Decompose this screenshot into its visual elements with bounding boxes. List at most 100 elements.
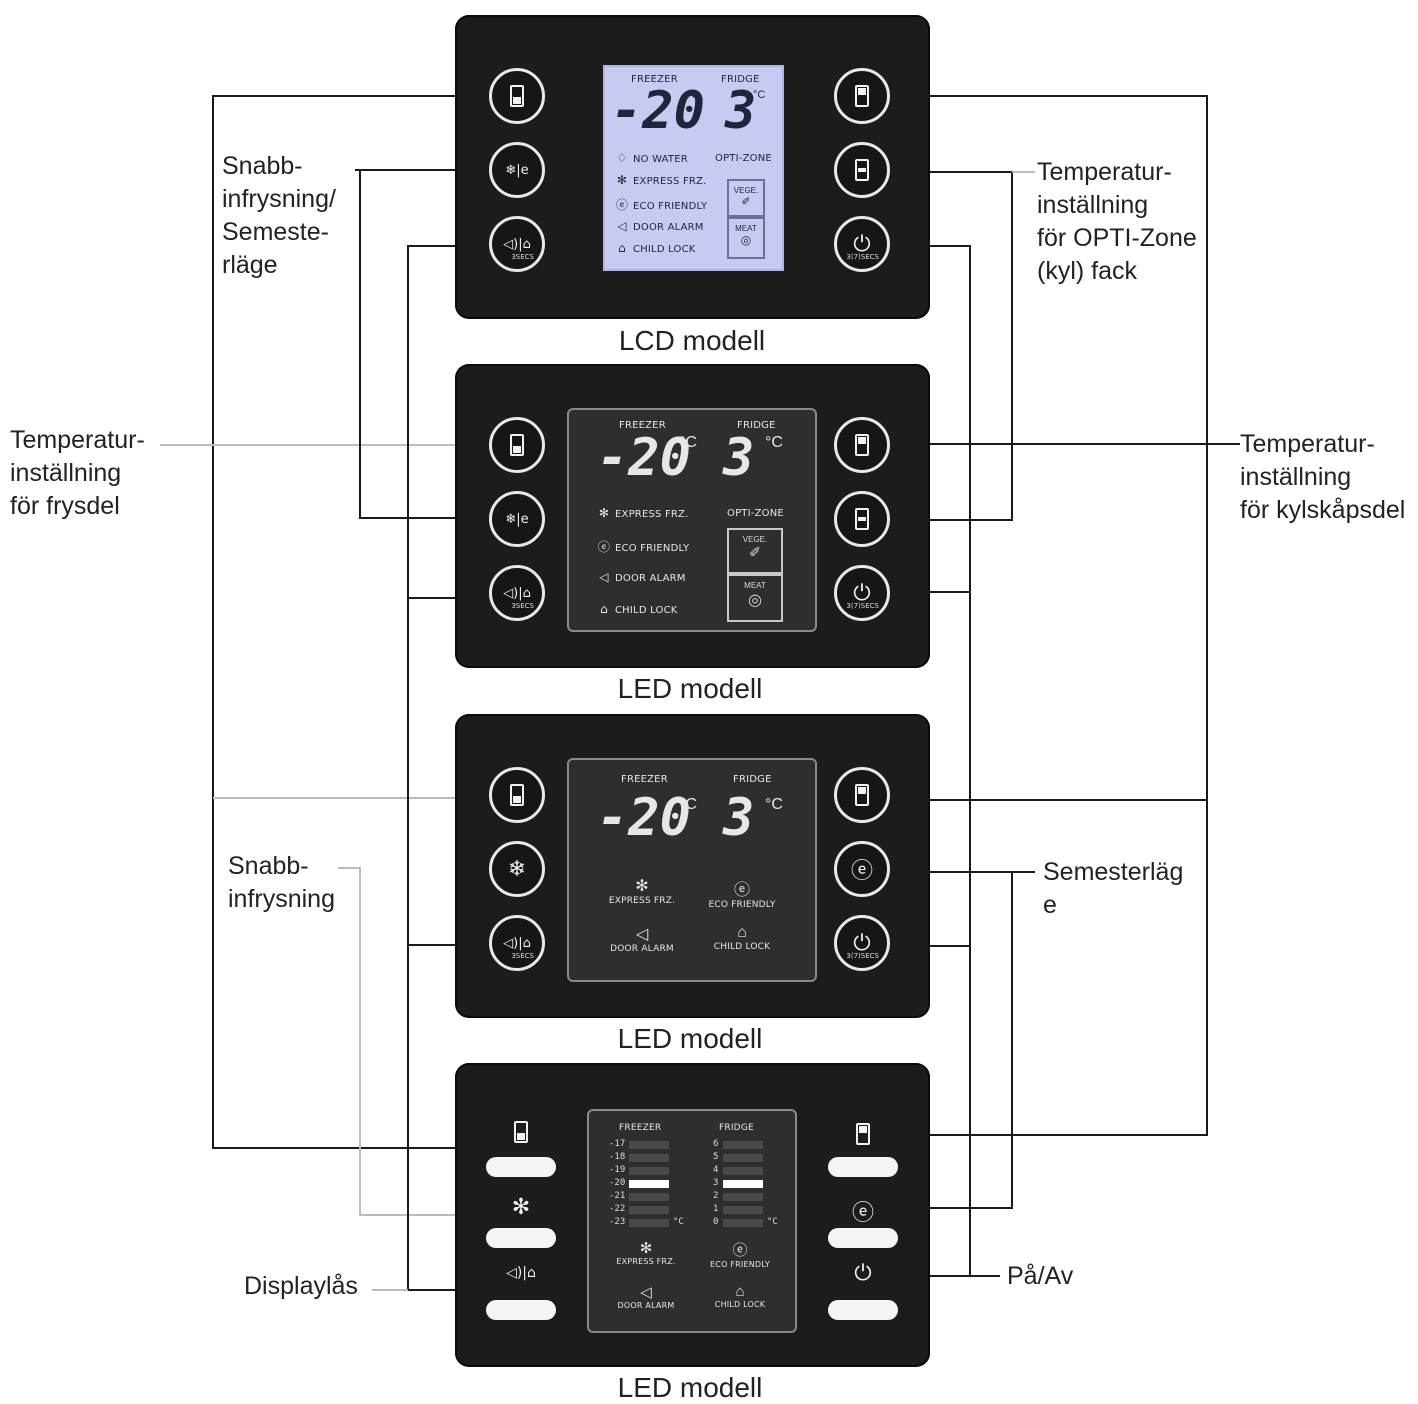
eco-icon: ⓔ <box>850 859 873 884</box>
fridge-low-icon <box>510 85 524 107</box>
express-freeze-button[interactable] <box>486 1228 556 1248</box>
lcd-screen: FREEZER FRIDGE -20 °C 3 °C ♢NO WATER OPT… <box>603 65 784 271</box>
freezer-scale-bar <box>629 1180 669 1188</box>
freezer-scale-label: -21 <box>609 1191 626 1201</box>
speaker-icon: ◁ <box>640 1284 652 1301</box>
fridge-temp-button[interactable] <box>834 68 890 124</box>
speaker-icon: ◁)|⌂ <box>503 236 531 252</box>
fridge-scale-bar <box>723 1180 763 1188</box>
water-icon: ♢ <box>616 151 628 165</box>
meat-box: MEAT◎ <box>727 574 783 622</box>
vege-icon: ✐ <box>741 196 751 208</box>
fridge-scale-label: 3 <box>713 1178 719 1188</box>
freezer-temp-readout: -20 <box>597 788 691 848</box>
eco-icon: ⓔ <box>597 540 611 554</box>
freezer-scale-unit: °C <box>673 1217 684 1227</box>
opti-zone-label: OPTI-ZONE <box>715 153 772 164</box>
callout-holiday: Semesterläg e <box>1043 858 1184 919</box>
freezer-scale-label: -20 <box>609 1178 626 1188</box>
express-frz-indicator: ✻EXPRESS FRZ. <box>598 506 689 520</box>
express-freeze-button[interactable]: ❄ <box>489 841 545 897</box>
child-lock-indicator: ⌂CHILD LOCK <box>597 602 678 616</box>
no-water-indicator: ♢NO WATER <box>616 151 688 165</box>
vege-box: VEGE.✐ <box>727 528 783 574</box>
holiday-button[interactable] <box>828 1228 898 1248</box>
fridge-temp-button[interactable] <box>834 417 890 473</box>
alarm-lock-button[interactable] <box>486 1300 556 1320</box>
fridge-temp-button[interactable] <box>834 767 890 823</box>
freezer-temp-button[interactable] <box>486 1157 556 1177</box>
express-holiday-button[interactable]: ❄|e <box>489 142 545 198</box>
freezer-temp-button[interactable] <box>489 417 545 473</box>
fridge-scale-bar <box>723 1206 763 1214</box>
freezer-scale-bar <box>629 1206 669 1214</box>
meat-box: MEAT◎ <box>727 217 765 259</box>
holiday-button[interactable]: ⓔ <box>834 841 890 897</box>
freezer-scale-bar <box>629 1193 669 1201</box>
power-button[interactable]: ⏻3(7)SECS <box>834 216 890 272</box>
led-screen: FREEZER FRIDGE -20 °C 3 °C ✻EXPRESS FRZ.… <box>567 408 817 632</box>
caption-led-3: LED modell <box>617 1372 763 1403</box>
alarm-lock-button[interactable]: ◁)|⌂3SECS <box>489 565 545 621</box>
power-icon: ⏻ <box>854 1261 872 1286</box>
vege-box: VEGE.✐ <box>727 179 765 217</box>
alarm-lock-button[interactable]: ◁)|⌂3SECS <box>489 915 545 971</box>
freezer-scale-bar <box>629 1167 669 1175</box>
freezer-temp-readout: -20 <box>611 81 705 141</box>
panel-led-3: ✻ ◁)|⌂ ⓔ ⏻ FREEZER FRIDGE -17-18-19-20-2… <box>455 1063 930 1367</box>
fridge-temp-readout: 3 <box>725 81 757 141</box>
express-freeze-icon: ✻ <box>598 506 610 520</box>
freezer-scale-bar <box>629 1154 669 1162</box>
speaker-icon: ◁ <box>635 926 649 943</box>
callout-express-holiday: Snabb- infrysning/ Semeste- rläge <box>222 152 336 279</box>
opti-zone-button[interactable] <box>834 142 890 198</box>
child-lock-indicator: ⌂CHILD LOCK <box>687 924 797 952</box>
express-freeze-icon: ✻ <box>511 1195 531 1220</box>
express-holiday-button[interactable]: ❄|e <box>489 491 545 547</box>
fridge-scale-label: 5 <box>713 1152 719 1162</box>
fridge-scale-bar <box>723 1193 763 1201</box>
fridge-low-icon <box>510 434 524 456</box>
alarm-lock-button[interactable]: ◁)|⌂3SECS <box>489 216 545 272</box>
opti-zone-button[interactable] <box>834 491 890 547</box>
speaker-icon: ◁ <box>599 570 609 584</box>
express-frz-indicator: ✻EXPRESS FRZ. <box>616 173 707 187</box>
power-button[interactable]: ⏻3(7)SECS <box>834 915 890 971</box>
freezer-scale-label: -19 <box>609 1165 626 1175</box>
express-frz-indicator: ✻EXPRESS FRZ. <box>601 1239 691 1266</box>
fridge-temp-button[interactable] <box>828 1157 898 1177</box>
freezer-scale-label: -22 <box>609 1204 626 1214</box>
fridge-temp-readout: 3 <box>723 428 755 488</box>
meat-icon: ◎ <box>740 233 752 247</box>
freezer-temp-button[interactable] <box>489 767 545 823</box>
freezer-label: FREEZER <box>631 74 678 85</box>
vege-icon: ✐ <box>749 544 761 560</box>
panel-led-2: ❄ ◁)|⌂3SECS ⓔ ⏻3(7)SECS FREEZER FRIDGE -… <box>455 714 930 1018</box>
fridge-low-icon <box>510 784 524 806</box>
freezer-temp-readout: -20 <box>597 428 691 488</box>
power-button[interactable] <box>828 1300 898 1320</box>
fridge-top-icon <box>855 434 869 456</box>
panel-lcd: ❄|e ◁)|⌂3SECS ⏻3(7)SECS FREEZER FRIDGE -… <box>455 15 930 319</box>
caption-lcd: LCD modell <box>618 325 766 356</box>
freezer-temp-button[interactable] <box>489 68 545 124</box>
freezer-scale-bar <box>629 1141 669 1149</box>
callout-fridge-temp: Temperatur- inställning för kylskåpsdel <box>1240 430 1406 524</box>
fridge-temp-readout: 3 <box>723 788 755 848</box>
fridge-scale-bar <box>723 1219 763 1227</box>
power-button[interactable]: ⏻3(7)SECS <box>834 565 890 621</box>
fridge-label: FRIDGE <box>721 74 760 85</box>
fridge-scale-label: 0 <box>713 1217 719 1227</box>
fridge-scale-bar <box>723 1154 763 1162</box>
freezer-scale-label: -23 <box>609 1217 626 1227</box>
express-freeze-icon: ❄|e <box>505 511 529 527</box>
fridge-scale-label: 1 <box>713 1204 719 1214</box>
child-lock-indicator: ⌂CHILD LOCK <box>615 241 696 255</box>
fridge-top-icon <box>835 1123 891 1145</box>
callout-freezer-temp: Temperatur- inställning för frysdel <box>10 426 145 520</box>
